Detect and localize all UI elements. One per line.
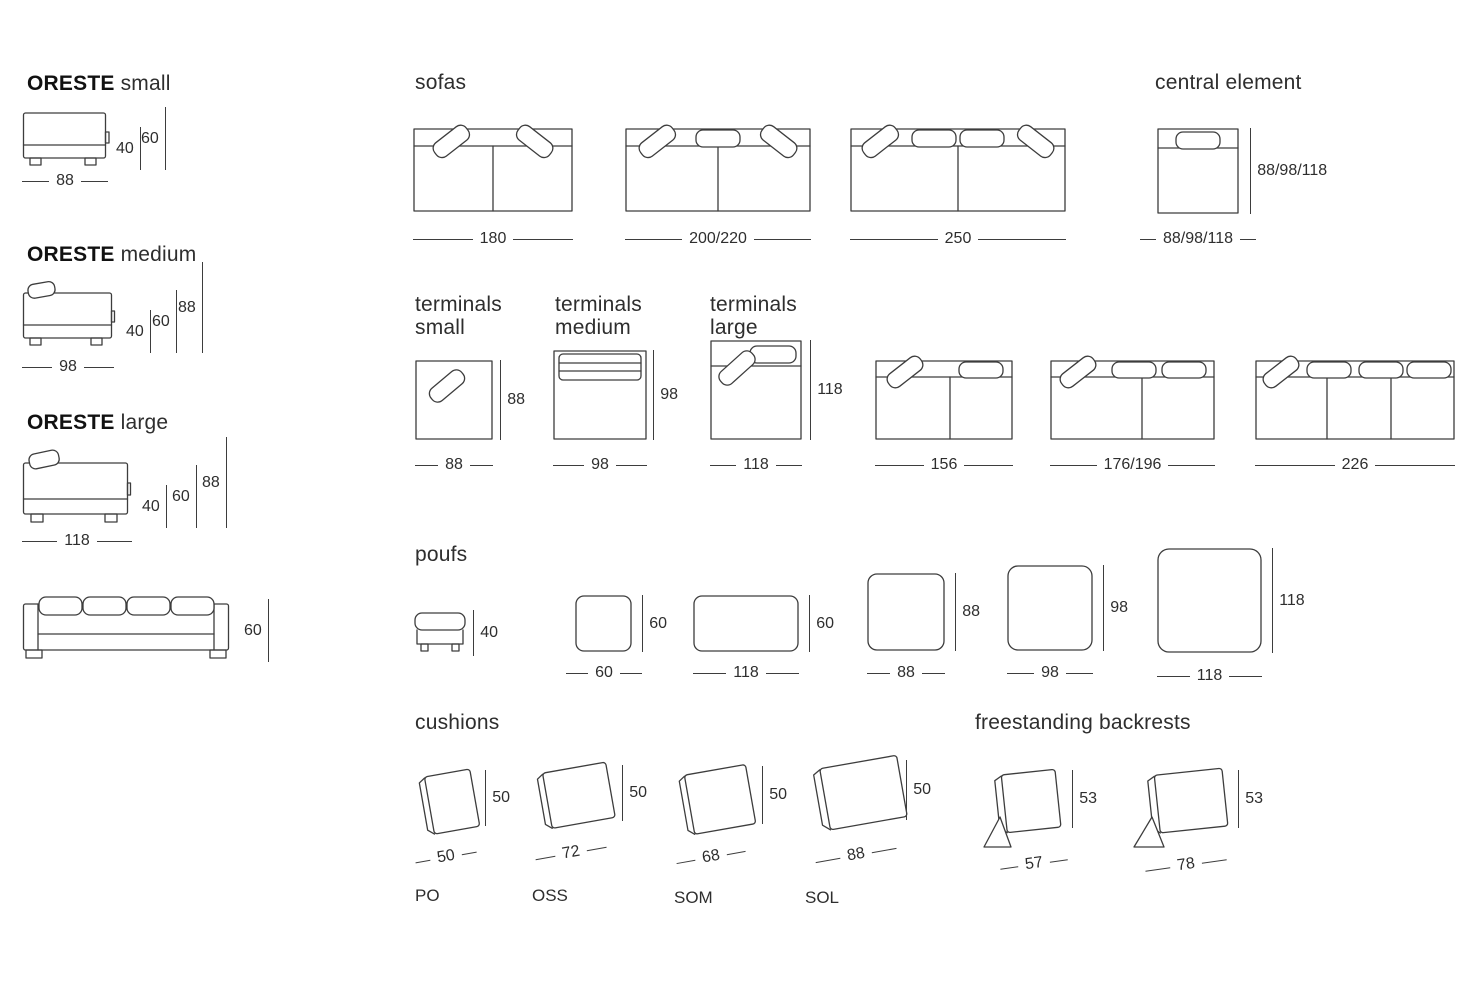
cushions-section-heading: cushions [415,711,500,734]
model-title-oreste-large: ORESTE large [27,411,168,434]
central-element-top-view-drawing [1157,128,1239,214]
pouf-118x60-height-dim: 60 [809,595,834,652]
backrest-78-height-dim: 53 [1238,770,1263,828]
pouf-88-height-dim: 88 [955,573,980,651]
model-name-text: ORESTE [27,411,115,434]
pouf-60-top-view-drawing [575,595,632,652]
terminal-medium-top-view-drawing [553,350,647,440]
terminal-large-top-view-drawing [710,340,802,440]
sofa-180-width-dim: 180 [413,230,573,248]
oreste-small-height-dim: 60 [141,107,166,170]
pouf-88-width-dim: 88 [867,664,945,682]
backrests-section-heading: freestanding backrests [975,711,1191,734]
terminals-small-heading: terminals small [415,293,502,339]
sofa-250-width-dim: 250 [850,230,1066,248]
poufs-section-heading: poufs [415,543,468,566]
terminal-medium-height-dim: 98 [653,350,678,440]
sofa-front-height-dim: 60 [244,599,269,662]
oreste-medium-mid-height-dim: 60 [152,290,177,353]
cushion-sol-code: SOL [805,888,840,907]
cushion-po-drawing [418,768,480,835]
cushion-oss-code: OSS [532,886,568,905]
pouf-60-height-dim: 60 [642,595,667,652]
backrest-57-drawing [983,768,1062,848]
oreste-large-depth-dim: 40 [142,485,167,528]
pouf-98-top-view-drawing [1007,565,1093,651]
pouf-118x60-top-view-drawing [693,595,799,652]
pouf-98-height-dim: 98 [1103,565,1128,651]
model-title-oreste-medium: ORESTE medium [27,243,197,266]
terminal-156-top-view-drawing [875,355,1013,440]
oreste-large-side-view-drawing [22,449,132,523]
pouf-small-side-view-drawing [414,612,466,652]
cushion-som-code: SOM [674,888,713,907]
central-element-width-dim: 88/98/118 [1140,230,1256,248]
pouf-118-height-dim: 118 [1272,548,1305,653]
cushion-sol-height-dim: 50 [906,760,931,820]
oreste-medium-side-view-drawing [22,280,116,346]
sofas-section-heading: sofas [415,71,467,94]
terminals-medium-heading: terminals medium [555,293,642,339]
pouf-118x60-width-dim: 118 [693,664,799,682]
central-element-heading: central element [1155,71,1302,94]
pouf-88-top-view-drawing [867,573,945,651]
terminal-large-width-dim: 118 [710,456,802,474]
sofa-front-view-drawing [22,596,230,659]
cushion-som-drawing [678,764,756,835]
backrest-57-height-dim: 53 [1072,770,1097,828]
terminal-226-top-view-drawing [1255,355,1455,440]
cushion-oss-drawing [536,761,616,830]
cushion-oss-height-dim: 50 [622,765,647,821]
oreste-medium-width-dim: 98 [22,358,114,376]
model-size-text: medium [120,243,197,266]
model-name-text: ORESTE [27,72,115,95]
pouf-118-top-view-drawing [1157,548,1262,653]
oreste-small-width-dim: 88 [22,172,108,190]
model-title-oreste-small: ORESTE small [27,72,171,95]
pouf-60-width-dim: 60 [566,664,642,682]
oreste-large-mid-height-dim: 60 [172,465,197,528]
terminal-small-top-view-drawing [415,360,493,440]
sofa-200-220-width-dim: 200/220 [625,230,811,248]
terminals-large-heading: terminals large [710,293,797,339]
cushion-po-height-dim: 50 [485,770,510,826]
oreste-large-width-dim: 118 [22,532,132,550]
cushion-po-code: PO [415,886,440,905]
backrest-78-drawing [1133,767,1229,848]
model-size-text: large [120,411,169,434]
terminal-156-width-dim: 156 [875,456,1013,474]
terminal-176-196-top-view-drawing [1050,355,1215,440]
model-name-text: ORESTE [27,243,115,266]
oreste-small-depth-dim: 40 [116,127,141,170]
sofa-180-top-view-drawing [413,124,573,212]
cushion-sol-drawing [813,755,908,831]
pouf-small-height-dim: 40 [473,610,498,656]
oreste-small-side-view-drawing [22,112,110,166]
terminal-226-width-dim: 226 [1255,456,1455,474]
sofa-200-220-top-view-drawing [625,124,811,212]
cushion-som-height-dim: 50 [762,766,787,824]
terminal-176-196-width-dim: 176/196 [1050,456,1215,474]
oreste-large-height-dim: 88 [202,437,227,528]
pouf-118-width-dim: 118 [1157,667,1262,685]
oreste-medium-depth-dim: 40 [126,310,151,353]
terminal-small-width-dim: 88 [415,456,493,474]
terminal-small-height-dim: 88 [500,360,525,440]
terminal-medium-width-dim: 98 [553,456,647,474]
terminal-large-height-dim: 118 [810,340,843,440]
model-size-text: small [120,72,171,95]
oreste-medium-height-dim: 88 [178,262,203,353]
pouf-98-width-dim: 98 [1007,664,1093,682]
sofa-250-top-view-drawing [850,124,1066,212]
central-element-height-dim: 88/98/118 [1250,128,1327,214]
